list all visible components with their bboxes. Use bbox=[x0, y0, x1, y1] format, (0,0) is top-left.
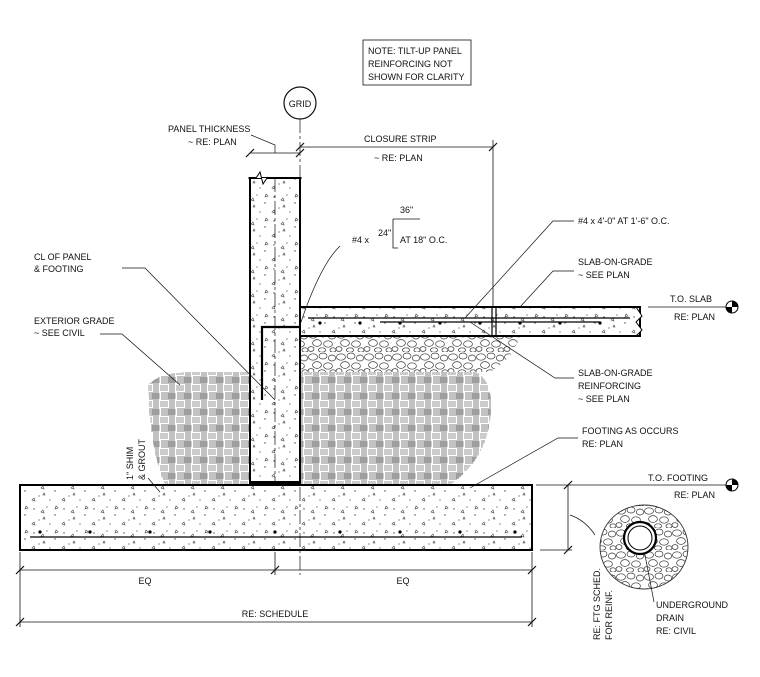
note-line-2: REINFORCING NOT bbox=[368, 59, 453, 69]
shim-and-grout bbox=[250, 481, 300, 486]
footing-label: FOOTING AS OCCURS bbox=[582, 426, 679, 436]
slab-on-grade-label: SLAB-ON-GRADE bbox=[578, 257, 653, 267]
underground-drain bbox=[599, 504, 689, 590]
slab-reinf-label: SLAB-ON-GRADE bbox=[578, 368, 653, 378]
to-slab-label: T.O. SLAB bbox=[670, 294, 712, 304]
schedule-label: RE: SCHEDULE bbox=[242, 609, 309, 619]
exterior-grade-soil bbox=[148, 372, 250, 485]
note-box: NOTE: TILT-UP PANEL REINFORCING NOT SHOW… bbox=[362, 39, 472, 86]
drain-label-2: DRAIN bbox=[656, 613, 684, 623]
to-slab-ref: RE: PLAN bbox=[674, 312, 715, 322]
dowel-spacing: AT 18" O.C. bbox=[400, 235, 447, 245]
eq-left-label: EQ bbox=[138, 576, 151, 586]
ftg-sched-label-2: FOR REINF. bbox=[604, 590, 614, 640]
dowel-bar-label: #4 x bbox=[352, 235, 370, 245]
exterior-grade-label: EXTERIOR GRADE bbox=[34, 316, 115, 326]
cl-panel-label-2: & FOOTING bbox=[34, 264, 84, 274]
note-line-1: NOTE: TILT-UP PANEL bbox=[368, 46, 462, 56]
slab-bar-label: #4 x 4'-0" AT 1'-6" O.C. bbox=[578, 216, 670, 226]
slab-on-grade bbox=[299, 306, 643, 337]
shim-label-2: & GROUT bbox=[137, 438, 147, 480]
dowel-leg-1: 24" bbox=[378, 228, 391, 238]
panel-thickness-label: PANEL THICKNESS bbox=[168, 124, 250, 134]
dowel-leg-2: 36" bbox=[400, 205, 413, 215]
closure-strip-ref: ~ RE: PLAN bbox=[374, 153, 423, 163]
to-footing-elevation-icon bbox=[725, 478, 739, 492]
slab-reinf-label-2: REINFORCING bbox=[578, 381, 641, 391]
gravel-base bbox=[300, 336, 520, 372]
closure-strip-label: CLOSURE STRIP bbox=[364, 134, 437, 144]
footing-ref: RE: PLAN bbox=[582, 439, 623, 449]
footing bbox=[19, 481, 533, 551]
shim-label: 1" SHIM bbox=[125, 447, 135, 480]
tilt-up-panel bbox=[248, 170, 302, 486]
slab-reinf-ref: ~ SEE PLAN bbox=[578, 394, 630, 404]
backfill-soil bbox=[300, 372, 491, 485]
exterior-grade-ref: ~ SEE CIVIL bbox=[34, 328, 85, 338]
panel-thickness-ref: ~ RE: PLAN bbox=[188, 137, 237, 147]
ftg-sched-label: RE: FTG SCHED. bbox=[592, 568, 602, 640]
drain-label: UNDERGROUND bbox=[656, 600, 729, 610]
slab-on-grade-ref: ~ SEE PLAN bbox=[578, 270, 630, 280]
dowel-hook bbox=[260, 325, 300, 400]
grid-label: GRID bbox=[289, 99, 312, 109]
to-footing-ref: RE: PLAN bbox=[674, 490, 715, 500]
eq-right-label: EQ bbox=[396, 576, 409, 586]
to-footing-label: T.O. FOOTING bbox=[648, 473, 708, 483]
drain-ref: RE: CIVIL bbox=[656, 626, 696, 636]
note-line-3: SHOWN FOR CLARITY bbox=[368, 72, 465, 82]
cl-panel-label: CL OF PANEL bbox=[34, 252, 92, 262]
to-slab-elevation-icon bbox=[725, 300, 739, 314]
